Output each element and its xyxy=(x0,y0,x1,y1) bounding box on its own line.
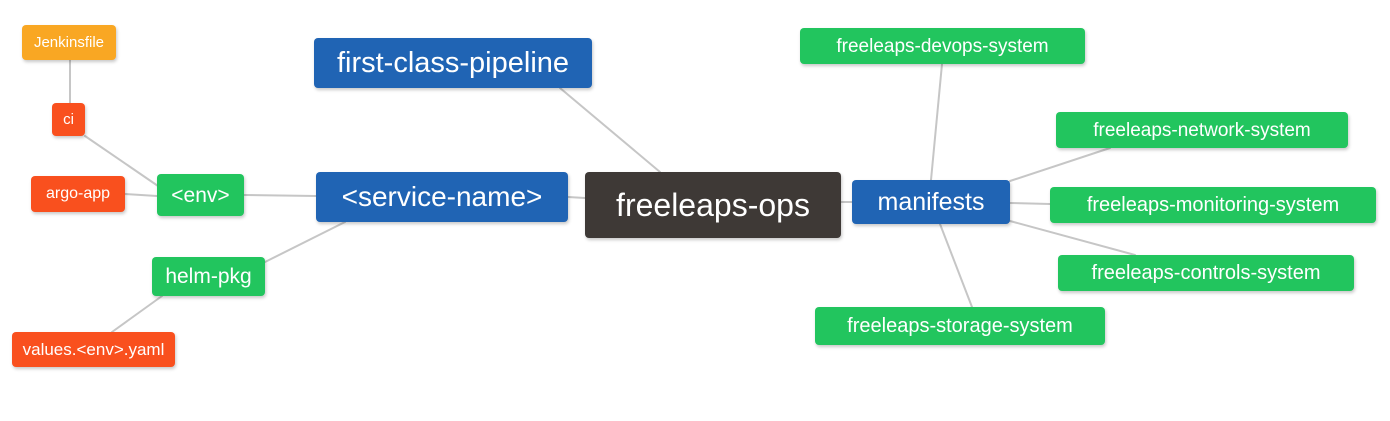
node-service-name[interactable]: <service-name> xyxy=(316,172,568,222)
node-label: freeleaps-storage-system xyxy=(847,315,1073,337)
node-env[interactable]: <env> xyxy=(157,174,244,216)
node-label: freeleaps-network-system xyxy=(1093,119,1311,141)
node-freeleaps-ops[interactable]: freeleaps-ops xyxy=(585,172,841,238)
node-label: <env> xyxy=(171,183,230,207)
node-helm-pkg[interactable]: helm-pkg xyxy=(152,257,265,296)
node-first-class-pipeline[interactable]: first-class-pipeline xyxy=(314,38,592,88)
node-label: first-class-pipeline xyxy=(336,46,570,79)
edge-manifests-to-network-system xyxy=(1009,147,1111,182)
node-controls-system[interactable]: freeleaps-controls-system xyxy=(1058,255,1354,291)
node-manifests[interactable]: manifests xyxy=(852,180,1010,224)
node-devops-system[interactable]: freeleaps-devops-system xyxy=(800,28,1085,64)
node-label: values.<env>.yaml xyxy=(22,340,165,359)
edge-helm-pkg-to-values-yaml xyxy=(111,295,163,333)
node-label: ci xyxy=(63,111,74,128)
node-label: argo-app xyxy=(45,185,111,202)
node-argo-app[interactable]: argo-app xyxy=(31,176,125,212)
node-label: Jenkinsfile xyxy=(33,34,105,51)
node-label: freeleaps-controls-system xyxy=(1091,262,1321,284)
node-ci[interactable]: ci xyxy=(52,103,85,136)
node-network-system[interactable]: freeleaps-network-system xyxy=(1056,112,1348,148)
edge-manifests-to-controls-system xyxy=(1009,220,1136,256)
node-label: helm-pkg xyxy=(165,265,252,288)
edge-service-name-to-helm-pkg xyxy=(264,221,346,263)
node-label: freeleaps-devops-system xyxy=(836,35,1049,57)
node-label: freeleaps-monitoring-system xyxy=(1086,194,1340,216)
edge-service-name-to-freeleaps-ops xyxy=(567,196,586,199)
node-label: freeleaps-ops xyxy=(616,187,810,223)
node-values-yaml[interactable]: values.<env>.yaml xyxy=(12,332,175,367)
node-jenkinsfile[interactable]: Jenkinsfile xyxy=(22,25,116,60)
edge-argo-app-to-env xyxy=(124,193,158,197)
edge-manifests-to-monitoring-system xyxy=(1009,202,1051,205)
node-label: manifests xyxy=(877,187,985,216)
edge-manifests-to-devops-system xyxy=(930,63,943,181)
node-storage-system[interactable]: freeleaps-storage-system xyxy=(815,307,1105,345)
node-monitoring-system[interactable]: freeleaps-monitoring-system xyxy=(1050,187,1376,223)
edge-env-to-service-name xyxy=(243,194,317,197)
node-label: <service-name> xyxy=(341,181,543,212)
edge-manifests-to-storage-system xyxy=(939,223,973,308)
edge-first-class-pipeline-to-freeleaps-ops xyxy=(559,87,661,173)
